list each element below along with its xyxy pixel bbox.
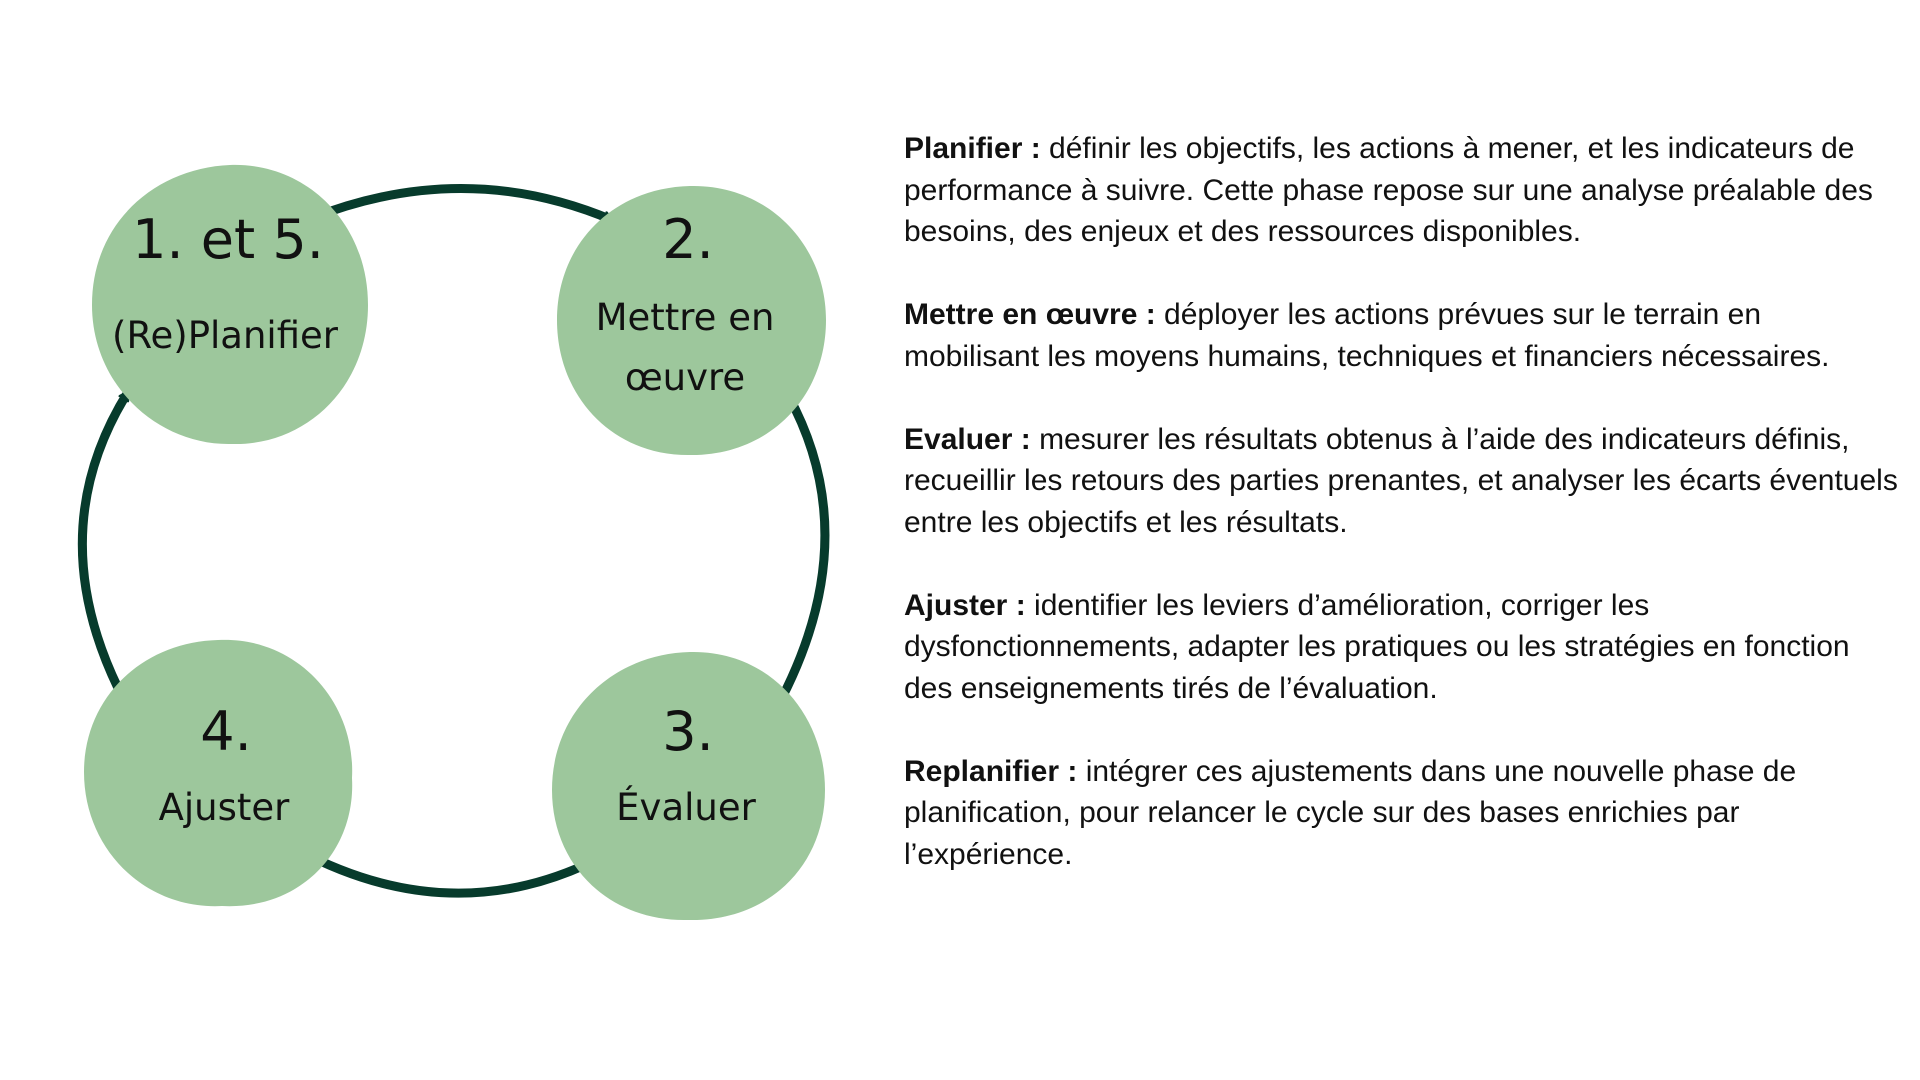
description-term: Planifier :	[904, 132, 1041, 165]
node-plan-number: 1. et 5.	[132, 208, 324, 271]
description-term: Mettre en œuvre :	[904, 298, 1156, 331]
node-plan: 1. et 5. (Re)Planifier	[92, 164, 368, 445]
node-plan-blob	[92, 164, 368, 445]
node-evaluate: 3. Évaluer	[552, 651, 825, 921]
description-text: définir les objectifs, les actions à men…	[904, 132, 1873, 248]
description-ajuster: Ajuster : identifier les leviers d’améli…	[904, 585, 1904, 710]
description-term: Ajuster :	[904, 588, 1026, 622]
description-replanifier: Replanifier : intégrer ces ajustements d…	[904, 751, 1904, 876]
node-implement-label-line-1: Mettre en	[596, 296, 775, 339]
description-evaluer: Evaluer : mesurer les résultats obtenus …	[904, 419, 1904, 544]
node-adjust-label: Ajuster	[159, 786, 291, 829]
description-text: identifier les leviers d’amélioration, c…	[904, 588, 1850, 705]
arrow-adjust-to-plan	[77, 387, 133, 693]
pdca-cycle-diagram: 1. et 5. (Re)Planifier 2. Mettre en œuvr…	[77, 164, 830, 921]
description-text: mesurer les résultats obtenus à l’aide d…	[904, 422, 1898, 539]
node-adjust-blob	[84, 639, 353, 907]
description-term: Evaluer :	[904, 422, 1031, 456]
node-evaluate-blob	[552, 651, 825, 921]
description-planifier: Planifier : définir les objectifs, les a…	[904, 128, 1904, 253]
node-implement-blob	[557, 185, 826, 456]
description-text: déployer les actions prévues sur le terr…	[904, 298, 1830, 373]
arrow-implement-to-evaluate	[765, 390, 830, 725]
node-implement: 2. Mettre en œuvre	[557, 185, 826, 456]
node-adjust: 4. Ajuster	[84, 639, 353, 907]
description-text: intégrer ces ajustements dans une nouvel…	[904, 754, 1797, 871]
node-implement-label-line-2: œuvre	[625, 356, 745, 399]
node-evaluate-label: Évaluer	[616, 785, 756, 829]
node-plan-label: (Re)Planifier	[112, 314, 339, 357]
arrow-plan-to-implement	[307, 184, 617, 225]
node-implement-number: 2.	[662, 208, 714, 271]
description-term: Replanifier :	[904, 754, 1078, 788]
arrow-evaluate-to-adjust	[293, 845, 590, 898]
node-evaluate-number: 3.	[662, 700, 714, 763]
node-adjust-number: 4.	[200, 700, 252, 763]
descriptions-panel: Planifier : définir les objectifs, les a…	[904, 128, 1904, 917]
description-mettre-en-oeuvre: Mettre en œuvre : déployer les actions p…	[904, 294, 1904, 377]
